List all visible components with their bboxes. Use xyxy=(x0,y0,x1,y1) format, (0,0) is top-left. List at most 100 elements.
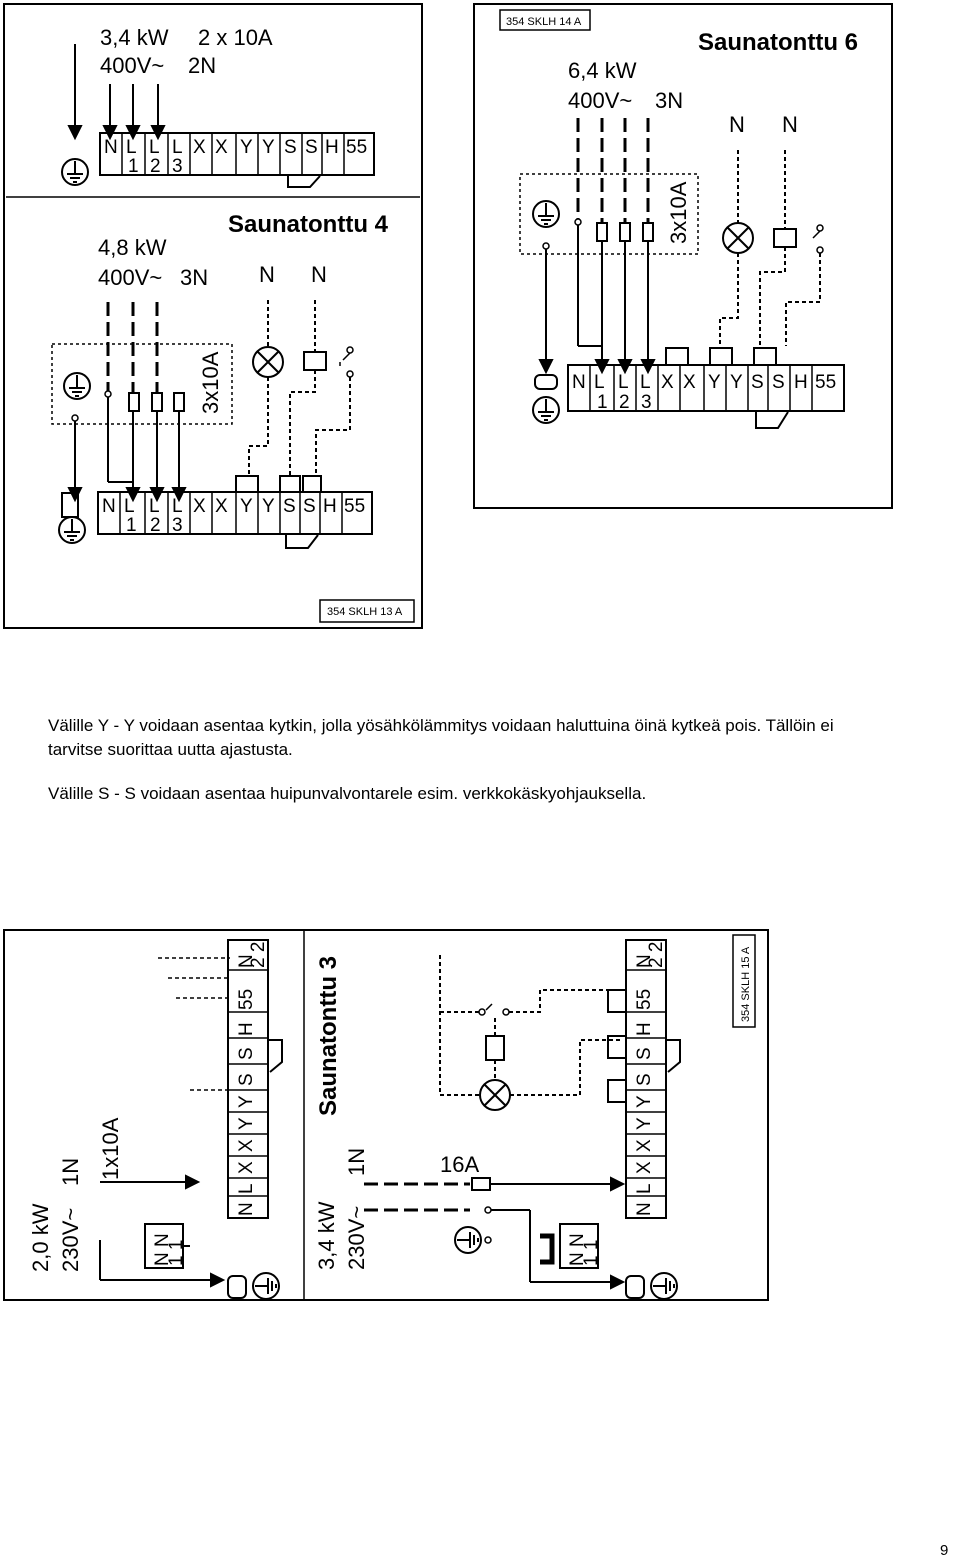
left-supply: 230V~ xyxy=(58,1208,83,1272)
page-number: 9 xyxy=(940,1542,949,1559)
earth-terminal-icon xyxy=(534,374,558,390)
diagram-saunatonttu-3: 354 SKLH 15 A Saunatonttu 3 2,0 kW 230V~… xyxy=(3,929,769,1301)
terminal-label: N xyxy=(104,137,118,158)
ground-icon xyxy=(58,516,86,544)
terminal-sub-label: 2 xyxy=(150,156,161,177)
terminal-sub-label: 3 xyxy=(172,156,183,177)
fuse-rating: 3x10A xyxy=(198,351,223,414)
switch-contact-icon xyxy=(812,224,824,254)
terminal-block-left: N L X X Y Y S S H 55 N 2 2 xyxy=(227,939,283,1219)
ground-icon xyxy=(61,158,89,186)
right-dashed-wires xyxy=(364,1182,470,1212)
ground-icon xyxy=(532,396,560,424)
variant1-supply: 400V~ xyxy=(100,53,164,78)
terminal-sub-label: 1 xyxy=(597,392,608,413)
diagram-b-code: 354 SKLH 14 A xyxy=(506,16,582,28)
terminal-block-right: N L X X Y Y S S H 55 N 2 2 xyxy=(607,939,681,1219)
lamp-neutral-label: N xyxy=(729,112,745,137)
fuse-icon xyxy=(471,1177,491,1191)
lamp-icon xyxy=(722,222,754,254)
lamp-neutral-label: N xyxy=(259,262,275,287)
terminal-sub-label: 3 xyxy=(641,392,652,413)
terminal-label: 55 xyxy=(344,496,365,517)
ground-icon xyxy=(454,1226,482,1254)
supply-arrows xyxy=(538,225,656,375)
terminal-label: X xyxy=(683,372,696,393)
diagram-b-supply: 400V~ xyxy=(568,88,632,113)
terminal-label: L xyxy=(126,137,137,158)
terminal-label: Y xyxy=(236,1095,257,1108)
terminal-label: X xyxy=(236,1161,257,1174)
terminal-label: N xyxy=(102,496,116,517)
terminal-label: S xyxy=(236,1073,257,1086)
left-power: 2,0 kW xyxy=(28,1203,53,1272)
incoming-dashed-wires xyxy=(106,302,159,392)
diagram-saunatonttu-6: 354 SKLH 14 A Saunatonttu 6 6,4 kW 400V~… xyxy=(473,3,893,509)
terminal-label: L xyxy=(640,372,651,393)
terminal-label: H xyxy=(634,1022,655,1036)
control-dotted-wires xyxy=(248,300,351,476)
terminal-label: S xyxy=(305,137,318,158)
terminal-label: L xyxy=(149,496,160,517)
switch-contact-icon xyxy=(478,1003,510,1016)
terminal-label: Y xyxy=(634,1095,655,1108)
fuse-icon xyxy=(128,392,140,412)
terminal-label: Y xyxy=(240,137,253,158)
relay-icon xyxy=(303,351,327,371)
terminal-label: H xyxy=(794,372,808,393)
right-supply: 230V~ xyxy=(344,1206,369,1270)
terminal-label: X xyxy=(193,496,206,517)
terminal-label: X xyxy=(661,372,674,393)
lamp-icon xyxy=(252,346,284,378)
terminal-label: S xyxy=(634,1047,655,1060)
terminal-label: S xyxy=(772,372,785,393)
terminal-label: L xyxy=(618,372,629,393)
right-fuse: 16A xyxy=(440,1152,479,1177)
variant1-power: 3,4 kW xyxy=(100,25,169,50)
diagram-b-power: 6,4 kW xyxy=(568,58,637,83)
terminal-label: Y xyxy=(262,496,275,517)
terminal-label: S xyxy=(634,1073,655,1086)
terminal-label: X xyxy=(215,496,228,517)
switch-contact-icon xyxy=(339,346,354,378)
right-supply-arrows xyxy=(490,1176,626,1290)
terminal-label: H xyxy=(325,137,339,158)
neutral-terminal-label: N N xyxy=(152,1233,173,1266)
incoming-dashed-wires xyxy=(576,118,650,222)
terminal-label: 55 xyxy=(236,989,257,1010)
variant1-fuse: 2 x 10A xyxy=(198,25,273,50)
terminal-block-lower: N L L L X X Y Y S S H 55 1 2 3 xyxy=(97,475,373,549)
left-phase: 1N xyxy=(58,1158,83,1186)
relay-icon xyxy=(773,228,797,248)
terminal-label: L xyxy=(594,372,605,393)
terminal-block-upper: N L L L X X Y Y S S H 55 1 2 3 xyxy=(99,132,375,188)
terminal-label: X xyxy=(634,1139,655,1152)
terminal-label: X xyxy=(215,137,228,158)
diagram-c-border xyxy=(3,929,769,1301)
terminal-label: S xyxy=(284,137,297,158)
terminal-label: S xyxy=(236,1047,257,1060)
control-dotted-wires xyxy=(719,150,821,346)
terminal-label: L xyxy=(172,496,183,517)
diagram-c-title: Saunatonttu 3 xyxy=(315,956,342,1116)
right-control-dotted-wires xyxy=(439,955,620,1096)
diagram-a-border xyxy=(3,3,423,629)
terminal-sub-label: 2 2 xyxy=(646,942,667,968)
fuse-icon xyxy=(151,392,163,412)
terminal-label: 55 xyxy=(815,372,836,393)
lamp-icon xyxy=(479,1079,511,1111)
terminal-label: S xyxy=(283,496,296,517)
terminal-label: N xyxy=(634,954,655,968)
terminal-label: S xyxy=(751,372,764,393)
terminal-label: H xyxy=(323,496,337,517)
terminal-label: L xyxy=(634,1183,655,1194)
note-y-y: Välille Y - Y voidaan asentaa kytkin, jo… xyxy=(48,716,834,759)
terminal-label: L xyxy=(172,137,183,158)
variant2-phase: 3N xyxy=(180,265,208,290)
terminal-label: N xyxy=(236,954,257,968)
fuse-icon xyxy=(619,222,631,242)
left-fuse: 1x10A xyxy=(98,1117,123,1180)
relay-icon xyxy=(485,1035,505,1061)
terminal-label: X xyxy=(193,137,206,158)
